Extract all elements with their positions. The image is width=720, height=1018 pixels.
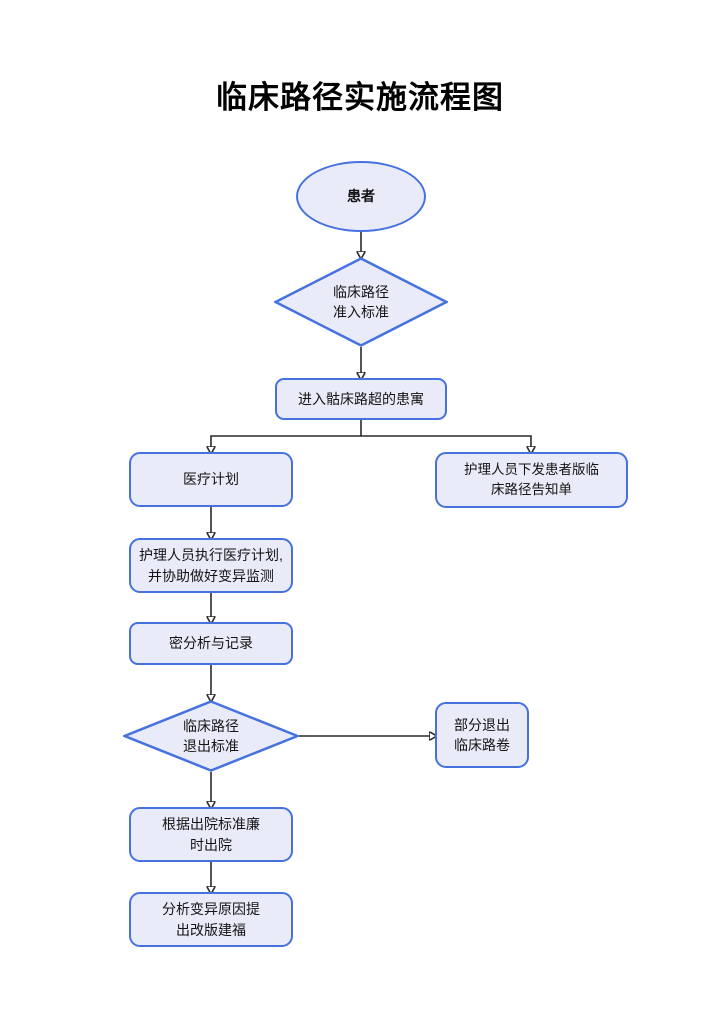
node-variation-analysis-label: 分析变异原因提 出改版建福 [162,901,260,938]
diagram-title: 临床路径实施流程图 [216,80,504,115]
diamond-shape [274,257,448,347]
node-variation-analysis: 分析变异原因提 出改版建福 [129,892,293,947]
node-exit-criteria: 临床路径 退出标准 [123,700,299,772]
node-patient-notice-label: 护理人员下发患者版临 床路径告知单 [464,462,599,497]
node-partial-exit-label: 部分退出 临床路卷 [454,716,510,753]
edge-enter-to-medical-plan [211,420,362,447]
edge-enter-to-patient-notice [361,435,531,447]
node-discharge-label: 根据出院标准廉 时出院 [162,816,260,853]
node-analysis-record: 密分析与记录 [129,622,293,665]
node-enter-pathway-label: 进入骷床路超的患寓 [298,390,424,407]
node-patient-notice: 护理人员下发患者版临 床路径告知单 [435,452,628,508]
diamond-shape [123,700,299,772]
node-admission-criteria: 临床路径 准入标准 [274,257,448,347]
node-medical-plan: 医疗计划 [129,452,293,507]
node-nurse-execute-label: 护理人员执行医疗计划, 并协助做好变异监测 [139,547,283,584]
node-admission-criteria-label: 临床路径 准入标准 [333,283,389,320]
node-enter-pathway: 进入骷床路超的患寓 [275,378,447,420]
node-patient-label: 患者 [347,188,375,205]
node-discharge: 根据出院标准廉 时出院 [129,807,293,862]
node-partial-exit: 部分退出 临床路卷 [435,702,529,768]
node-nurse-execute: 护理人员执行医疗计划, 并协助做好变异监测 [129,538,293,593]
node-exit-criteria-label: 临床路径 退出标准 [183,717,239,754]
node-medical-plan-label: 医疗计划 [183,471,239,488]
node-analysis-record-label: 密分析与记录 [169,635,253,652]
node-patient: 患者 [296,161,426,232]
